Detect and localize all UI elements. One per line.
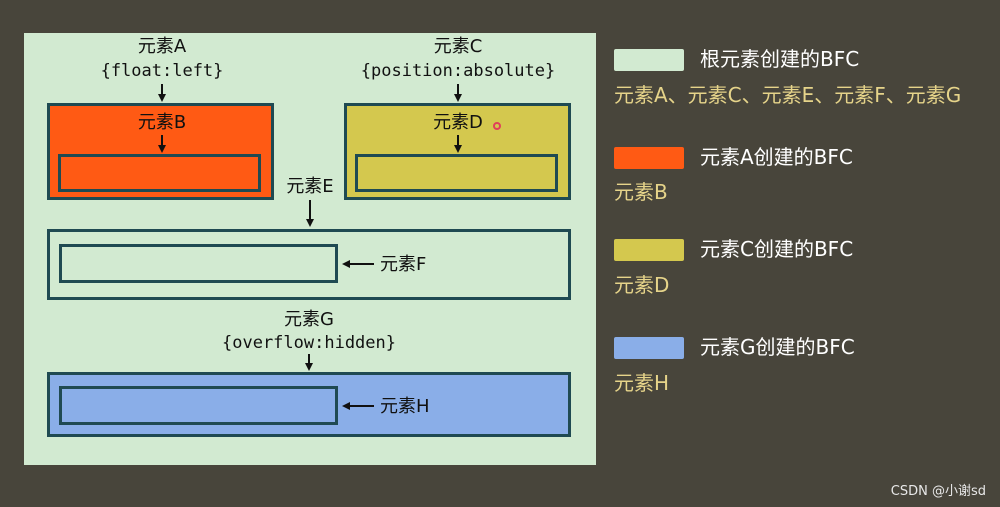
legend-members-g: 元素H: [614, 371, 670, 395]
watermark: CSDN @小谢sd: [890, 484, 986, 499]
element-h-label: 元素H: [380, 396, 430, 417]
element-a-label: 元素A: [137, 36, 187, 57]
legend-members-a: 元素B: [614, 180, 668, 204]
legend-swatch-a: [614, 147, 684, 169]
element-h-box: [59, 386, 338, 425]
element-c-css: {position:absolute}: [360, 61, 556, 81]
legend-title-g: 元素G创建的BFC: [700, 335, 855, 359]
element-c-label: 元素C: [433, 36, 483, 57]
element-g-label: 元素G: [284, 309, 334, 330]
legend-title-a: 元素A创建的BFC: [700, 145, 853, 169]
legend-swatch-c: [614, 239, 684, 261]
legend-swatch-root: [614, 49, 684, 71]
legend-title-c: 元素C创建的BFC: [700, 237, 854, 261]
element-a-css: {float:left}: [100, 61, 224, 81]
element-g-css: {overflow:hidden}: [222, 333, 396, 353]
element-f-box: [59, 244, 338, 283]
legend-members-root: 元素A、元素C、元素E、元素F、元素G: [614, 83, 962, 107]
element-d-box: [355, 154, 558, 192]
legend-members-c: 元素D: [614, 273, 670, 297]
element-b-label: 元素B: [137, 112, 187, 133]
element-d-label: 元素D: [433, 112, 483, 133]
legend-title-root: 根元素创建的BFC: [700, 47, 860, 71]
legend-swatch-g: [614, 337, 684, 359]
cursor-dot: [493, 122, 501, 130]
element-b-box: [58, 154, 261, 192]
element-e-label: 元素E: [286, 176, 334, 197]
element-f-label: 元素F: [380, 254, 427, 275]
